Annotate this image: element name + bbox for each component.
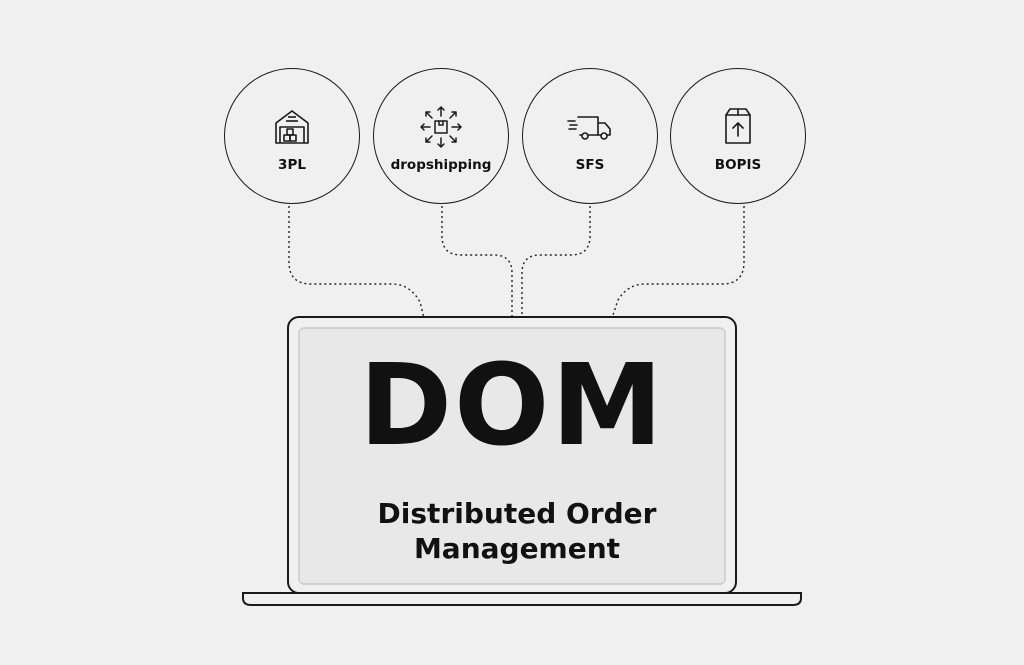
node-label-sfs: SFS	[575, 157, 605, 173]
package-distribution-icon	[420, 106, 462, 148]
node-bopis: BOPIS	[670, 68, 806, 204]
hub-subtitle: Distributed Order Management	[0, 496, 1024, 566]
delivery-truck-icon	[567, 116, 611, 140]
node-dropshipping: dropshipping	[373, 68, 509, 204]
connector-bopis	[611, 206, 745, 319]
node-label-dropshipping: dropshipping	[390, 157, 492, 173]
node-3pl: 3PL	[224, 68, 360, 204]
laptop-icon	[242, 316, 802, 606]
node-sfs: SFS	[522, 68, 658, 204]
hub-subtitle-line2: Management	[413, 532, 621, 565]
box-upload-icon	[725, 108, 751, 144]
hub-subtitle-line1: Distributed Order	[377, 497, 657, 530]
connector-3pl	[288, 206, 425, 319]
node-label-3pl: 3PL	[278, 157, 306, 173]
connector-sfs	[521, 206, 591, 318]
connector-dropshipping	[441, 206, 513, 318]
laptop-screen-inner	[298, 327, 726, 585]
laptop-base	[242, 592, 802, 606]
node-label-bopis: BOPIS	[714, 157, 762, 173]
hub-title: DOM	[359, 341, 665, 471]
warehouse-icon	[275, 110, 309, 144]
